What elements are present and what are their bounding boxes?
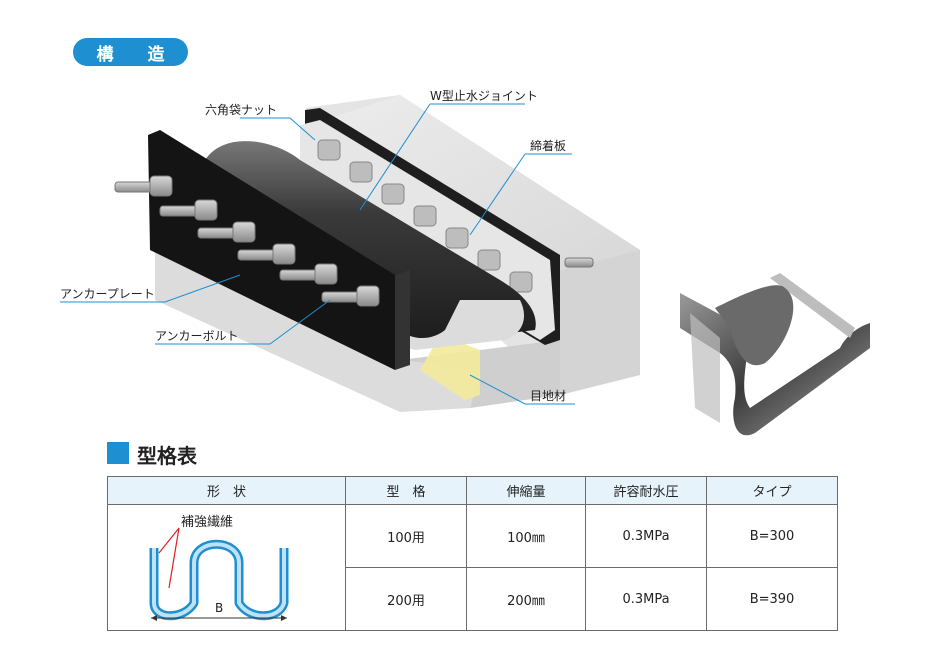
shape-diagram-cell: 補強繊維 B <box>107 504 346 631</box>
callout-anchor-plate: アンカープレート <box>60 287 155 301</box>
reinforcement-label: 補強繊維 <box>181 514 233 530</box>
w-joint-product-photo <box>680 273 870 436</box>
anchor-bolts <box>114 175 594 307</box>
row1-type: B=300 <box>706 504 838 568</box>
section-marker <box>107 442 129 464</box>
row1-model: 100用 <box>345 504 467 568</box>
header-type: タイプ <box>706 476 838 505</box>
header-model: 型 格 <box>345 476 467 505</box>
callout-clamp-plate: 締着板 <box>530 138 566 153</box>
leader-anchor-plate <box>60 274 241 303</box>
reinforcement-leader <box>158 527 180 553</box>
section-label-structure: 構 造 <box>73 38 188 66</box>
callout-joint-filler: 目地材 <box>530 389 566 403</box>
leader-hex-nut <box>240 117 316 141</box>
spec-table: 形 状 型 格 伸縮量 許容耐水圧 タイプ 補強繊維 B <box>107 476 838 631</box>
row2-pressure: 0.3MPa <box>585 567 707 631</box>
w-shape-diagram: 補強繊維 B <box>149 514 289 621</box>
width-label: B <box>215 601 223 615</box>
joint-structure-illustration: 六角袋ナット W型止水ジョイント 締着板 アンカープレート アンカーボルト 目地… <box>60 89 640 412</box>
row2-type: B=390 <box>706 567 838 631</box>
spec-section-title: 型格表 <box>137 444 197 468</box>
leader-joint-filler <box>469 374 575 405</box>
joint-filler <box>420 335 480 400</box>
row1-pressure: 0.3MPa <box>585 504 707 568</box>
table-row: 200用 200㎜ 0.3MPa B=390 <box>108 567 838 631</box>
callout-anchor-bolt: アンカーボルト <box>155 329 239 343</box>
callout-hex-nut: 六角袋ナット <box>205 103 277 117</box>
leader-clamp-plate <box>469 153 572 236</box>
table-row: 補強繊維 B 100用 100㎜ 0.3MPa B=300 <box>107 504 838 631</box>
table-header-row: 形 状 型 格 伸縮量 許容耐水圧 タイプ <box>107 476 838 505</box>
header-expansion: 伸縮量 <box>466 476 586 505</box>
callout-w-joint: W型止水ジョイント <box>430 89 538 103</box>
leader-anchor-bolt <box>155 299 331 345</box>
w-joint-rubber <box>199 141 536 345</box>
row1-expansion: 100㎜ <box>466 504 586 568</box>
back-nuts <box>317 139 533 293</box>
row2-expansion: 200㎜ <box>466 567 586 631</box>
row2-model: 200用 <box>345 567 467 631</box>
leader-w-joint <box>359 103 525 211</box>
header-shape: 形 状 <box>107 476 346 505</box>
header-pressure: 許容耐水圧 <box>585 476 707 505</box>
